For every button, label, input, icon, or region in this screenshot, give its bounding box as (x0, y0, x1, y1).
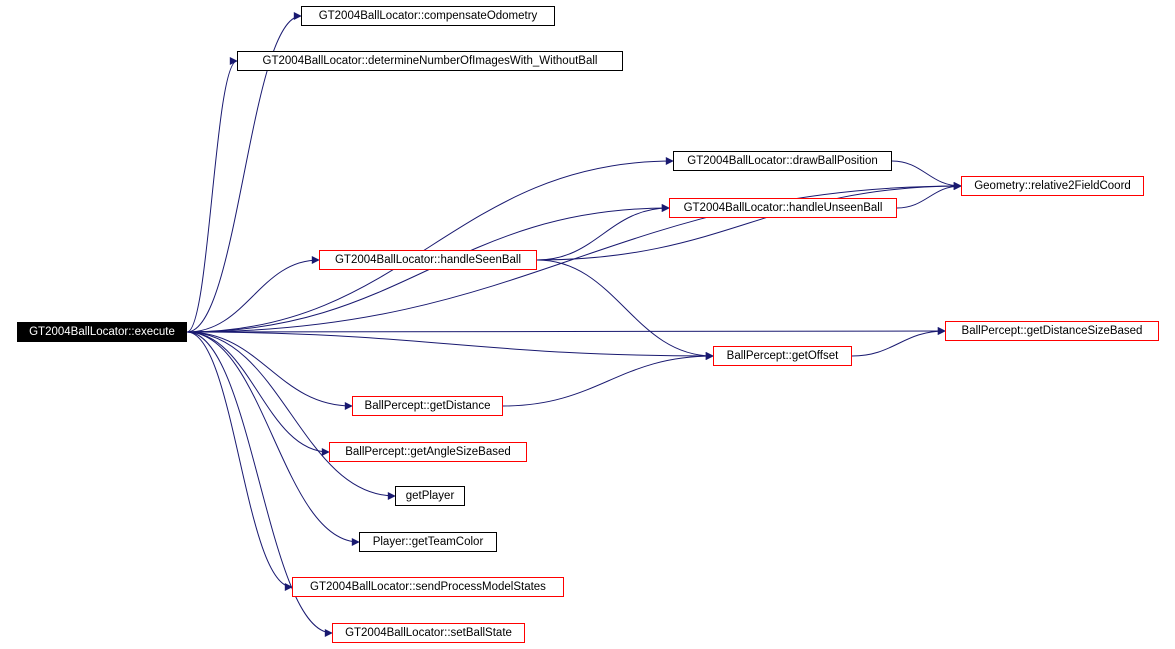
node-get-distance[interactable]: BallPercept::getDistance (352, 396, 503, 416)
node-get-distance-size-based[interactable]: BallPercept::getDistanceSizeBased (945, 321, 1159, 341)
node-send-process-model-states[interactable]: GT2004BallLocator::sendProcessModelState… (292, 577, 564, 597)
edge-execute-to-compensateOdometry (186, 12, 302, 333)
node-get-angle-size-based[interactable]: BallPercept::getAngleSizeBased (329, 442, 527, 462)
node-relative2-field-coord[interactable]: Geometry::relative2FieldCoord (961, 176, 1144, 196)
edge-handleSeenBall-to-relative2FieldCoord (536, 182, 962, 261)
node-determine-number-of-images[interactable]: GT2004BallLocator::determineNumberOfImag… (237, 51, 623, 71)
edge-getOffset-to-getDistanceSizeBased (851, 327, 946, 357)
edge-execute-to-getDistance (186, 331, 353, 410)
edge-execute-to-handleSeenBall (186, 256, 320, 333)
edge-execute-to-handleUnseenBall (186, 204, 670, 333)
edge-execute-to-getOffset (186, 331, 714, 360)
node-get-player[interactable]: getPlayer (395, 486, 465, 506)
edge-execute-to-sendProcessModelStates (186, 331, 293, 591)
node-get-offset[interactable]: BallPercept::getOffset (713, 346, 852, 366)
edge-handleSeenBall-to-getOffset (536, 259, 714, 360)
edge-getDistance-to-getOffset (502, 352, 714, 407)
edge-handleUnseenBall-to-relative2FieldCoord (896, 182, 962, 209)
edge-execute-to-setBallState (186, 331, 333, 637)
edge-execute-to-getTeamColor (186, 331, 360, 546)
edge-drawBallPosition-to-relative2FieldCoord (891, 160, 962, 190)
edge-execute-to-getDistanceSizeBased (186, 327, 946, 336)
node-draw-ball-position[interactable]: GT2004BallLocator::drawBallPosition (673, 151, 892, 171)
edge-execute-to-determineNumberOfImages (186, 57, 238, 333)
node-handle-unseen-ball[interactable]: GT2004BallLocator::handleUnseenBall (669, 198, 897, 218)
edge-execute-to-drawBallPosition (186, 157, 674, 333)
node-get-team-color[interactable]: Player::getTeamColor (359, 532, 497, 552)
node-handle-seen-ball[interactable]: GT2004BallLocator::handleSeenBall (319, 250, 537, 270)
edge-handleSeenBall-to-handleUnseenBall (536, 204, 670, 261)
edge-execute-to-getPlayer (186, 331, 396, 500)
node-compensate-odometry[interactable]: GT2004BallLocator::compensateOdometry (301, 6, 555, 26)
edge-execute-to-getAngleSizeBased (186, 331, 330, 456)
node-set-ball-state[interactable]: GT2004BallLocator::setBallState (332, 623, 525, 643)
node-execute[interactable]: GT2004BallLocator::execute (17, 322, 187, 342)
